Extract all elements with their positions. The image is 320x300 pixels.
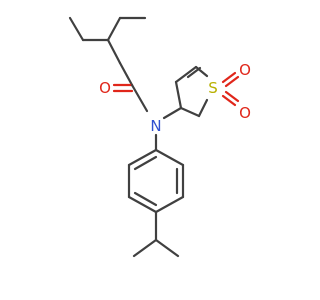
bond-s-o-top-1 xyxy=(221,71,237,84)
bond-isopropyl-methyl-right xyxy=(154,238,180,258)
phenyl-bond-4-inner xyxy=(133,191,158,207)
phenyl-bond-1 xyxy=(154,148,185,167)
bond-n-ring-carbon xyxy=(162,106,183,120)
bond-isopropyl-methyl-left xyxy=(132,238,158,258)
ring-bond-s-c2 xyxy=(197,98,209,118)
phenyl-bond-3 xyxy=(154,195,185,214)
ring-bond-c4-c5 xyxy=(174,65,198,84)
molecule-svg: O N S O O xyxy=(68,16,251,258)
bond-ch2-carbonyl xyxy=(118,61,134,87)
ring-bond-c5-s xyxy=(194,65,209,78)
atom-n-amide: N xyxy=(150,117,161,135)
isopropyl-group xyxy=(132,210,180,258)
bond-s-o-bottom-2 xyxy=(224,90,240,103)
dihydrothiophene-dioxide-ring: S O O xyxy=(174,61,251,122)
carbonyl-group: O xyxy=(99,79,149,113)
bond-ch-ch2 xyxy=(106,38,122,65)
atom-o-carbonyl: O xyxy=(99,79,111,97)
ring-bond-c3-c4 xyxy=(174,80,183,110)
bond-ethyl1-ch3-ch2 xyxy=(68,16,85,42)
atom-o-sulfone-top: O xyxy=(239,61,251,79)
bond-ethyl2-ch-ch2 xyxy=(106,16,122,42)
molecule-structure-diagram: O N S O O xyxy=(68,16,251,258)
phenyl-ring xyxy=(127,148,185,214)
atom-o-sulfone-bottom: O xyxy=(239,104,251,122)
phenyl-bond-6 xyxy=(127,148,158,167)
phenyl-bond-4 xyxy=(127,195,158,214)
ring-bond-c2-c3 xyxy=(179,106,201,118)
bond-s-o-top-2 xyxy=(224,75,240,88)
amide-nitrogen: N xyxy=(150,106,183,152)
atom-s-sulfone: S xyxy=(208,79,218,97)
diethyl-branch xyxy=(68,16,147,87)
bond-s-o-bottom-1 xyxy=(221,94,237,107)
bond-carbonyl-n xyxy=(130,83,149,113)
phenyl-bond-6-inner xyxy=(133,155,158,171)
